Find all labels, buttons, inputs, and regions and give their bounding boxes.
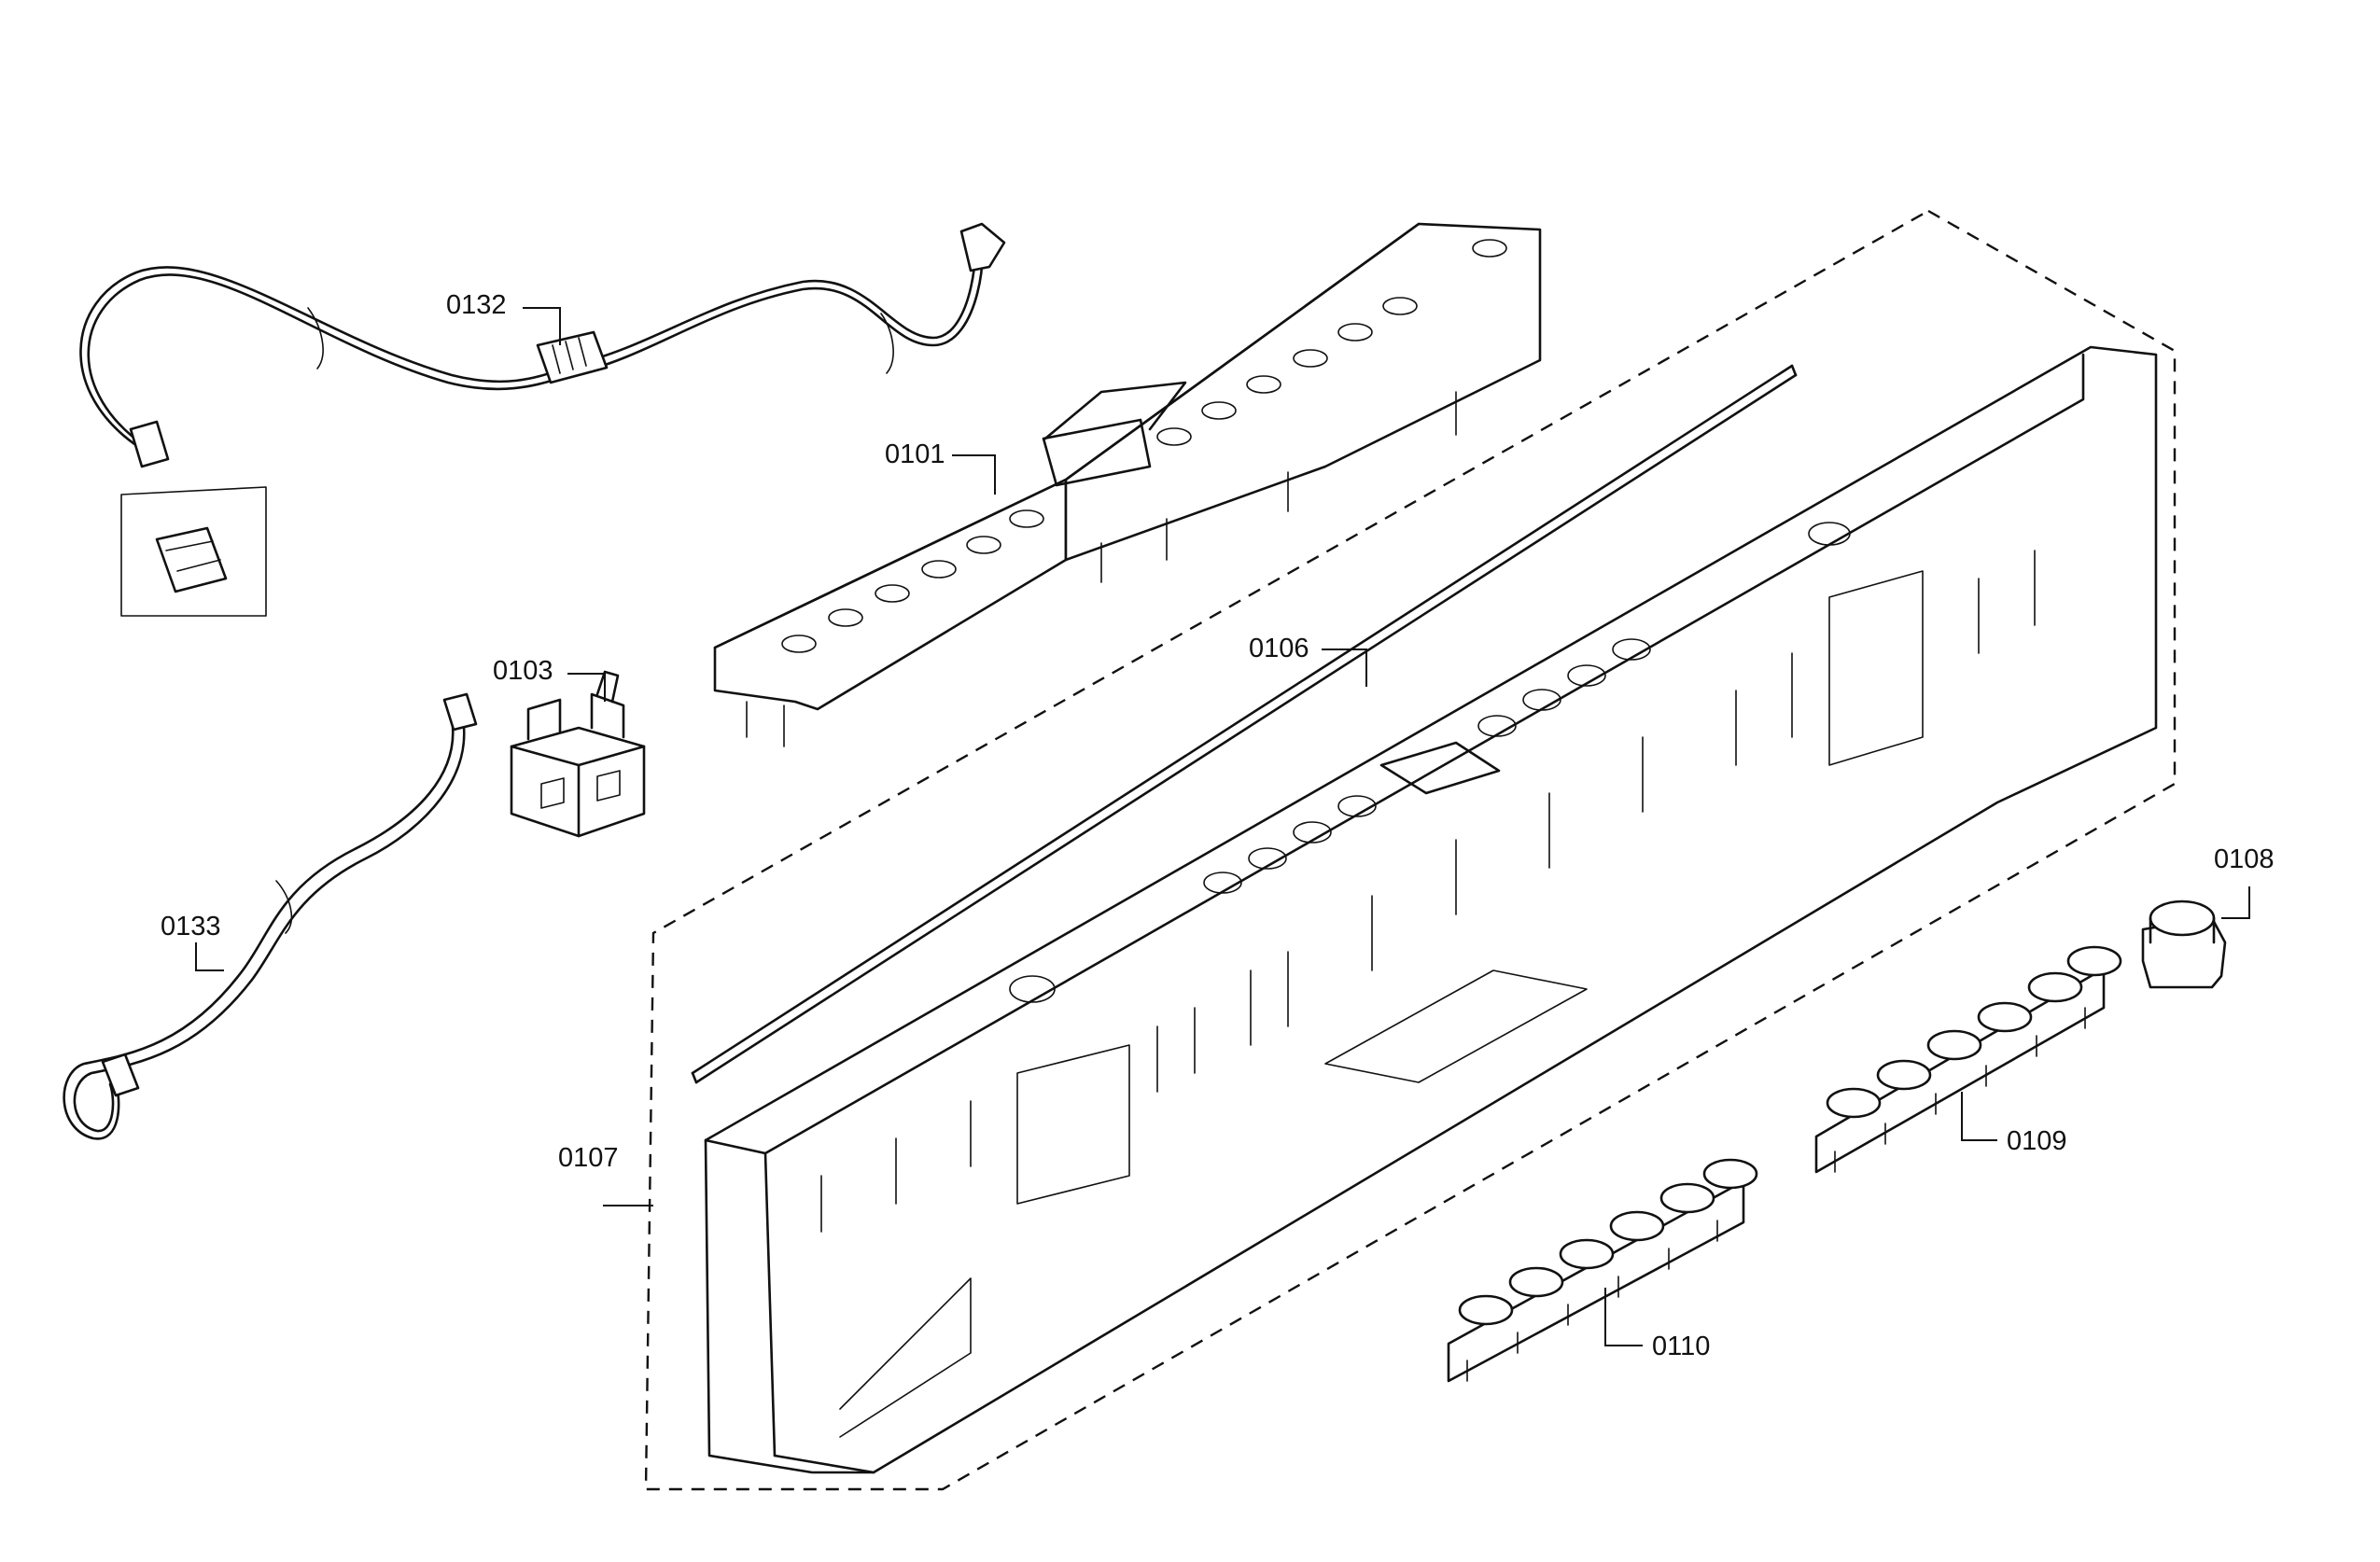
- callout-0108: 0108: [2214, 844, 2275, 874]
- callout-0132: 0132: [446, 290, 507, 320]
- control-board-0101[interactable]: [713, 222, 1542, 747]
- leader-0106: [1322, 649, 1367, 687]
- wire-harness-0132[interactable]: [79, 222, 1006, 468]
- button-row-0110[interactable]: [1447, 1158, 1758, 1383]
- leader-0110: [1604, 1288, 1643, 1346]
- callout-0101: 0101: [885, 439, 945, 469]
- connector-detail-inset: [120, 486, 267, 617]
- leader-0108: [2221, 886, 2250, 919]
- leader-0103: [567, 673, 606, 702]
- button-row-0109[interactable]: [1814, 945, 2122, 1174]
- leader-0109: [1961, 1092, 1997, 1141]
- panel-housing-0107[interactable]: [704, 345, 2158, 1474]
- leader-0101: [952, 454, 996, 495]
- wire-harness-0133[interactable]: [63, 692, 478, 1140]
- callout-0109: 0109: [2007, 1126, 2067, 1156]
- leader-lines: [195, 307, 2250, 1346]
- trim-strip-0106[interactable]: [691, 364, 1798, 1084]
- callout-0107: 0107: [558, 1143, 619, 1173]
- callout-0103: 0103: [493, 656, 553, 686]
- leader-0132: [523, 307, 561, 345]
- callout-0106: 0106: [1249, 634, 1309, 663]
- callout-0133: 0133: [161, 912, 221, 941]
- callout-0110: 0110: [1652, 1332, 1710, 1361]
- button-0108[interactable]: [2141, 900, 2227, 989]
- module-0103[interactable]: [510, 670, 646, 838]
- leader-0133: [195, 942, 224, 971]
- assembly-boundary: [644, 209, 2177, 1491]
